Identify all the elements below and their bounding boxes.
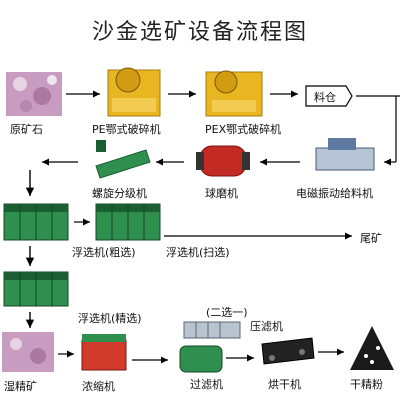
label-thickener: 浓缩机 [82,380,115,393]
dry-powder-cone [350,326,394,370]
dryer-machine [261,337,315,365]
pe-crusher-machine [107,67,161,117]
flotation-scav-machine [95,203,161,241]
label-press-filter: 压滤机 [250,320,283,333]
flotation-clean-machine [3,271,69,307]
spiral-classifier-machine [95,140,151,179]
ball-mill-machine [196,145,250,177]
label-silo: 料仓 [314,91,336,104]
raw-ore-image [6,72,62,116]
label-filter: 过滤机 [190,378,223,391]
wet-concentrate-image [2,332,54,372]
pex-crusher-machine [205,70,263,117]
label-pex-crusher: PEX鄂式破碎机 [205,123,282,136]
label-pe-crusher: PE鄂式破碎机 [92,123,161,136]
label-wet-concentrate: 湿精矿 [4,380,37,393]
label-select-one: (二选一) [206,306,248,319]
label-raw-ore: 原矿石 [10,123,43,136]
flotation-rough-machine [3,203,69,241]
label-tailings: 尾矿 [360,232,382,245]
label-flotation-rough: 浮选机(粗选) [72,246,136,259]
page-title: 沙金选矿设备流程图 [91,20,308,45]
silo-icon [305,85,353,107]
label-flotation-clean: 浮选机(精选) [78,312,142,325]
label-dry-powder: 干精粉 [350,378,383,391]
filter-machine [179,345,223,373]
label-spiral-classifier: 螺旋分级机 [92,187,147,200]
press-filter-machine [183,321,241,339]
label-ball-mill: 球磨机 [205,187,238,200]
label-feeder: 电磁振动给料机 [296,187,373,200]
thickener-machine [81,334,127,371]
label-dryer: 烘干机 [268,378,301,391]
feeder-machine [315,138,375,171]
label-flotation-scav: 浮选机(扫选) [166,246,230,259]
